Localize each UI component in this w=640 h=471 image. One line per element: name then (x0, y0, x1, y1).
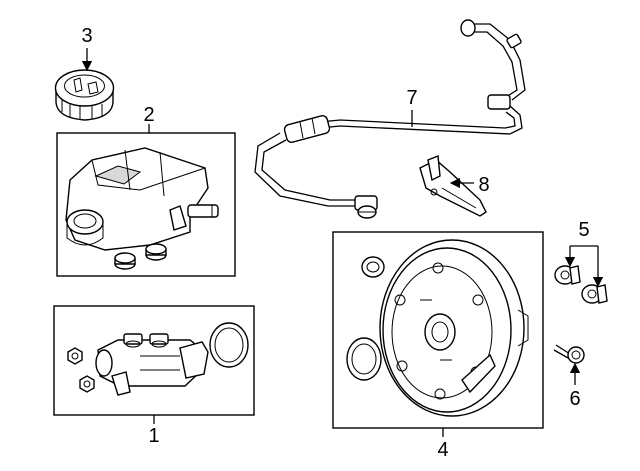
callout-6: 6 (569, 388, 580, 410)
master-cylinder (95, 333, 209, 396)
vacuum-hose (254, 19, 526, 219)
callout-7: 7 (406, 87, 417, 109)
callout-3: 3 (81, 25, 92, 47)
brake-booster-box (332, 231, 544, 429)
leader-line-5 (564, 245, 604, 288)
callout-5: 5 (578, 219, 589, 241)
booster-grommet (361, 256, 385, 278)
callout-8: 8 (478, 174, 489, 196)
brake-fluid-reservoir (65, 147, 219, 251)
callout-2: 2 (143, 104, 154, 126)
booster-seal (346, 337, 382, 381)
reservoir-cap (54, 69, 115, 121)
hose-bracket (419, 155, 487, 217)
booster-nuts (554, 265, 608, 304)
master-cylinder-seal (209, 322, 249, 368)
callout-4: 4 (437, 439, 448, 461)
brake-booster (379, 239, 529, 417)
reservoir-box (56, 132, 236, 277)
reservoir-grommets (114, 243, 167, 270)
booster-bolt (553, 344, 585, 364)
callout-1: 1 (148, 425, 159, 447)
master-cylinder-nuts (67, 347, 95, 393)
